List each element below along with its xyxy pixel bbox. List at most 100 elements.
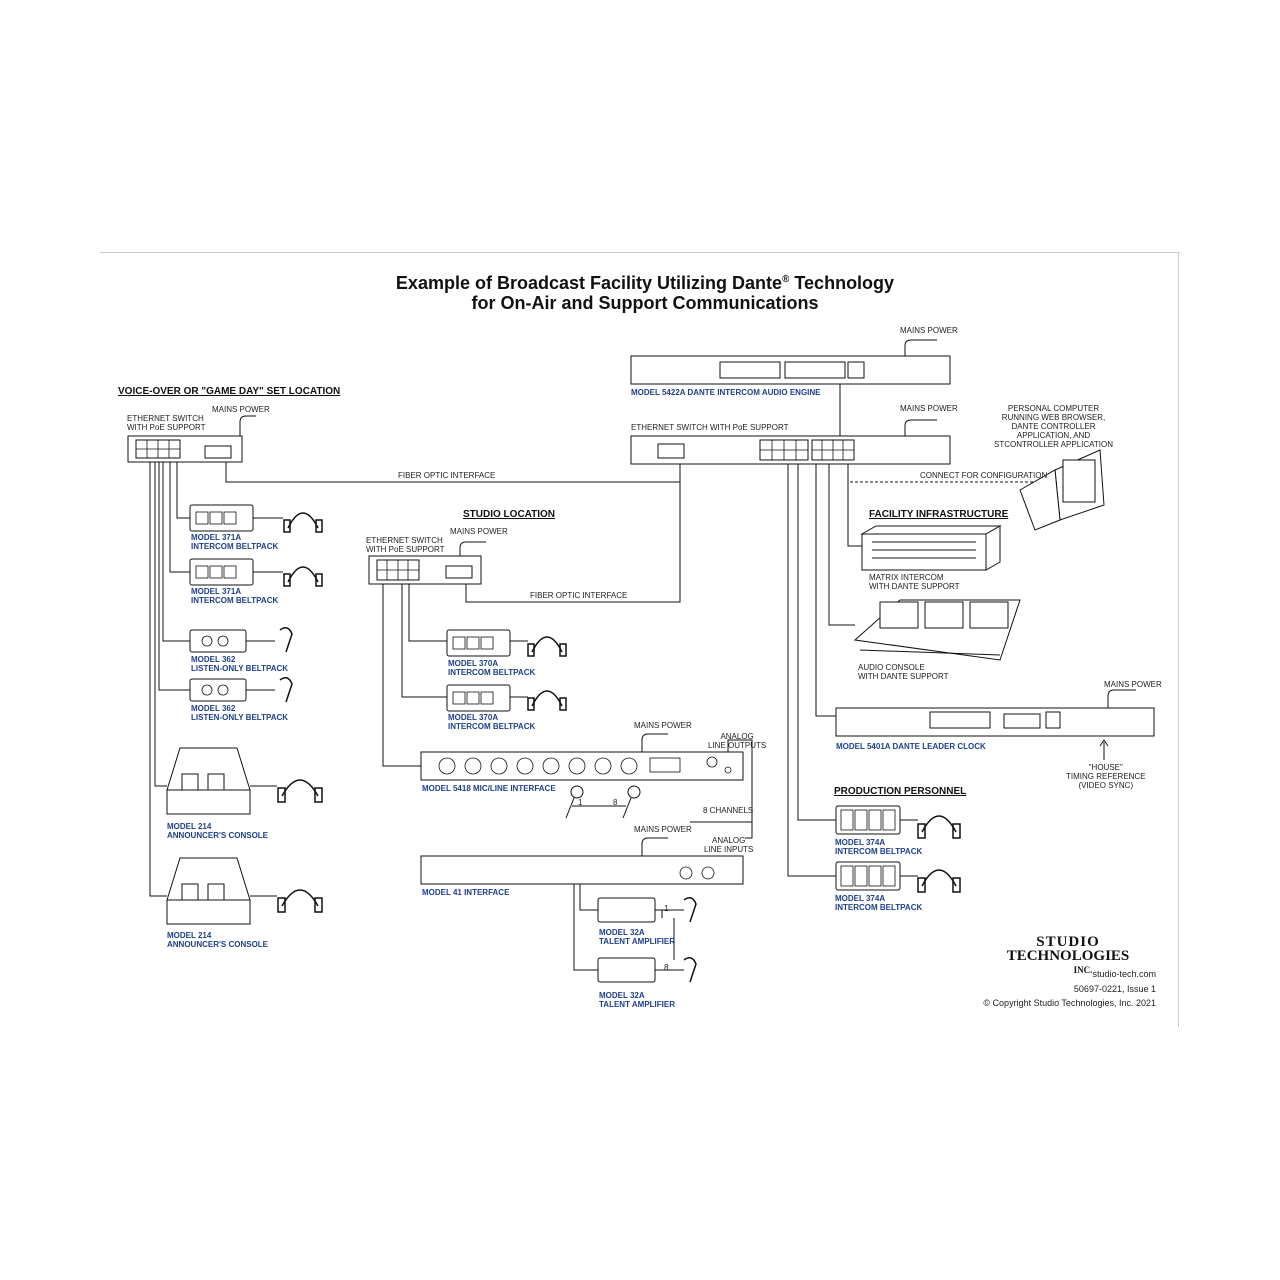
pc-label-line2: RUNNING WEB BROWSER, [1001, 413, 1106, 422]
analog-inputs-label: ANALOG LINE INPUTS [704, 836, 753, 854]
studio-switch-label: ETHERNET SWITCH WITH PoE SUPPORT [366, 536, 445, 554]
model-32a-line1: MODEL 32A [599, 991, 645, 1000]
model-32a-line1: MODEL 32A [599, 928, 645, 937]
gameday-switch-label: ETHERNET SWITCH WITH PoE SUPPORT [127, 414, 206, 432]
fiber-optic-label-studio: FIBER OPTIC INTERFACE [530, 591, 628, 600]
console-label-line2: WITH DANTE SUPPORT [858, 672, 949, 681]
analog-in-line1: ANALOG [712, 836, 746, 845]
switch-label-line2: WITH PoE SUPPORT [366, 545, 445, 554]
logo-line1: STUDIO [1036, 934, 1100, 950]
matrix-label-line2: WITH DANTE SUPPORT [869, 582, 960, 591]
mains-power-label-5418: MAINS POWER [634, 721, 692, 730]
model-371a-line1: MODEL 371A [191, 533, 242, 542]
website-text: studio-tech.com [1092, 969, 1156, 979]
pc-label-line3: DANTE CONTROLLER [1011, 422, 1096, 431]
model-32a-line2: TALENT AMPLIFIER [599, 1000, 675, 1009]
section-voice-over: VOICE-OVER OR "GAME DAY" SET LOCATION [118, 386, 341, 397]
house-reference-label: "HOUSE" TIMING REFERENCE (VIDEO SYNC) [1066, 763, 1146, 790]
audio-console-label: AUDIO CONSOLE WITH DANTE SUPPORT [858, 663, 949, 681]
channel-1-label-amp: 1 [664, 904, 669, 913]
model-362-line2: LISTEN-ONLY BELTPACK [191, 664, 289, 673]
title-line2: for On-Air and Support Communications [471, 293, 819, 313]
5401a-unit [835, 707, 1155, 737]
model-5418-label: MODEL 5418 MIC/LINE INTERFACE [422, 784, 556, 793]
model-374a-line2: INTERCOM BELTPACK [835, 847, 923, 856]
pc-label-line4: APPLICATION, AND [1016, 431, 1091, 440]
model-5422a-label: MODEL 5422A DANTE INTERCOM AUDIO ENGINE [631, 388, 821, 397]
matrix-intercom-label: MATRIX INTERCOM WITH DANTE SUPPORT [869, 573, 960, 591]
model-374a-line1: MODEL 374A [835, 838, 886, 847]
page-border-right [1178, 252, 1179, 1027]
model-32a-line2: TALENT AMPLIFIER [599, 937, 675, 946]
title-line1-prefix: Example of Broadcast Facility Utilizing … [395, 273, 783, 293]
mains-power-label-switch: MAINS POWER [900, 404, 958, 413]
main-switch-label: ETHERNET SWITCH WITH PoE SUPPORT [631, 423, 789, 432]
logo-line3: INC. [1073, 965, 1093, 975]
eight-channels-label: 8 CHANNELS [703, 806, 754, 815]
model-371a-line2: INTERCOM BELTPACK [191, 596, 279, 605]
model-5401a-label: MODEL 5401A DANTE LEADER CLOCK [836, 742, 986, 751]
pc-label-line5: STCONTROLLER APPLICATION [994, 440, 1113, 449]
title-line1-suffix: Technology [789, 273, 895, 293]
mains-power-label-model41: MAINS POWER [634, 825, 692, 834]
matrix-label-line1: MATRIX INTERCOM [869, 573, 944, 582]
fiber-optic-label-top: FIBER OPTIC INTERFACE [398, 471, 496, 480]
channel-8-label-mic: 8 [613, 798, 618, 807]
section-production: PRODUCTION PERSONNEL [834, 786, 967, 797]
mains-power-label-studio: MAINS POWER [450, 527, 508, 536]
channel-8-label-amp: 8 [664, 963, 669, 972]
house-label-line3: (VIDEO SYNC) [1078, 781, 1134, 790]
switch-label-line1: ETHERNET SWITCH [366, 536, 443, 545]
analog-outputs-label: ANALOG LINE OUTPUTS [708, 732, 766, 750]
model-370a-line2: INTERCOM BELTPACK [448, 722, 536, 731]
house-label-line2: TIMING REFERENCE [1066, 772, 1146, 781]
house-label-line1: "HOUSE" [1088, 763, 1123, 772]
model-214-line2: ANNOUNCER'S CONSOLE [167, 940, 269, 949]
model-370a-line2: INTERCOM BELTPACK [448, 668, 536, 677]
model-370a-line1: MODEL 370A [448, 659, 499, 668]
section-studio: STUDIO LOCATION [463, 509, 556, 520]
model-371a-line2: INTERCOM BELTPACK [191, 542, 279, 551]
model41-unit [420, 855, 744, 885]
switch-label-line1: ETHERNET SWITCH [127, 414, 204, 423]
copyright-text: © Copyright Studio Technologies, Inc. 20… [983, 998, 1156, 1008]
model-41-label: MODEL 41 INTERFACE [422, 888, 510, 897]
studio-technologies-logo: STUDIO TECHNOLOGIES INC. [1003, 935, 1133, 977]
switch-label-line2: WITH PoE SUPPORT [127, 423, 206, 432]
mains-power-label-gameday: MAINS POWER [212, 405, 270, 414]
connect-config-label: CONNECT FOR CONFIGURATION [920, 471, 1048, 480]
analog-out-line1: ANALOG [720, 732, 754, 741]
model-370a-line1: MODEL 370A [448, 713, 499, 722]
doc-number-text: 50697-0221, Issue 1 [1073, 984, 1156, 994]
channel-1-label-mic: 1 [578, 798, 583, 807]
section-facility: FACILITY INFRASTRUCTURE [869, 509, 1009, 520]
mains-power-label-5422a: MAINS POWER [900, 326, 958, 335]
model-362-line2: LISTEN-ONLY BELTPACK [191, 713, 289, 722]
diagram-title: Example of Broadcast Facility Utilizing … [300, 270, 990, 313]
pc-label: PERSONAL COMPUTER RUNNING WEB BROWSER, D… [994, 404, 1113, 449]
model-214-line2: ANNOUNCER'S CONSOLE [167, 831, 269, 840]
page-border-top [100, 252, 1180, 253]
model-371a-line1: MODEL 371A [191, 587, 242, 596]
model-214-line1: MODEL 214 [167, 931, 212, 940]
model-362-line1: MODEL 362 [191, 655, 236, 664]
model-374a-line1: MODEL 374A [835, 894, 886, 903]
mains-power-label-5401a: MAINS POWER [1104, 680, 1162, 689]
logo-line2: TECHNOLOGIES [1006, 948, 1130, 964]
analog-in-line2: LINE INPUTS [704, 845, 754, 854]
pc-label-line1: PERSONAL COMPUTER [1007, 404, 1100, 413]
analog-out-line2: LINE OUTPUTS [708, 741, 767, 750]
